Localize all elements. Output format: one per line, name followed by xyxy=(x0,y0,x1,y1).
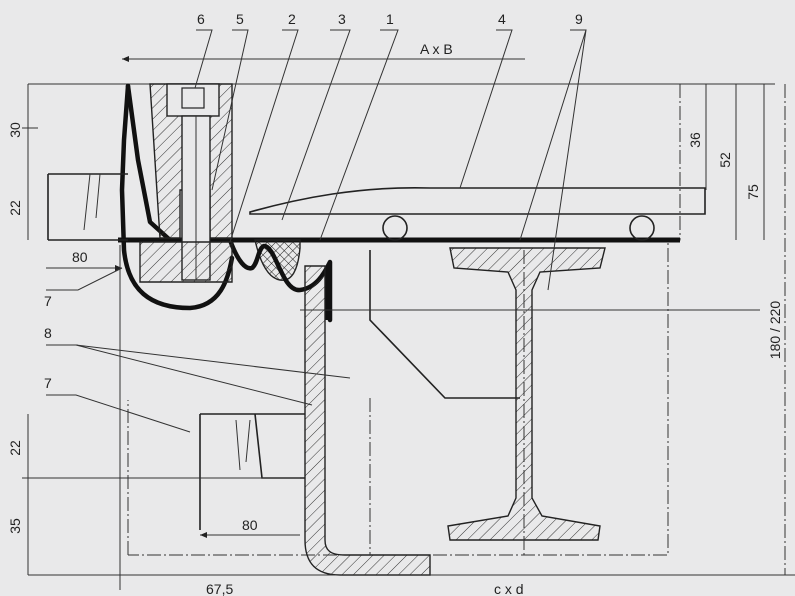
callout-7-lower: 7 xyxy=(44,375,52,391)
bolt-socket xyxy=(181,87,205,109)
anchor-block xyxy=(139,241,233,283)
stiffener-outline xyxy=(369,250,520,399)
cover-plate xyxy=(249,186,706,215)
edge-profile-web xyxy=(304,265,431,576)
dim-cxd: c x d xyxy=(494,581,524,596)
dim-180-220: 180 / 220 xyxy=(767,301,783,360)
concrete-edge-upper xyxy=(47,173,128,241)
dim-axb: A x B xyxy=(420,41,453,57)
callout-3: 3 xyxy=(338,11,346,27)
callout-4: 4 xyxy=(498,11,506,27)
roller-right xyxy=(629,215,655,241)
callout-2: 2 xyxy=(288,11,296,27)
dim-22-lower: 22 xyxy=(7,440,23,456)
dim-52: 52 xyxy=(717,152,733,168)
crack-marks-lower xyxy=(235,419,251,471)
roller-left xyxy=(382,215,408,241)
concrete-edge-lower xyxy=(199,413,305,530)
callout-1: 1 xyxy=(386,11,394,27)
crack-marks-upper xyxy=(83,173,101,231)
dim-35: 35 xyxy=(7,518,23,534)
dim-80-upper: 80 xyxy=(72,249,88,265)
leader-lines xyxy=(46,29,587,433)
callout-9: 9 xyxy=(575,11,583,27)
dim-67-5: 67,5 xyxy=(206,581,233,596)
dim-22-upper: 22 xyxy=(7,200,23,216)
callout-8: 8 xyxy=(44,325,52,341)
callout-5: 5 xyxy=(236,11,244,27)
dim-36: 36 xyxy=(687,132,703,148)
dim-80-lower: 80 xyxy=(242,517,258,533)
dim-75: 75 xyxy=(745,184,761,200)
dim-30: 30 xyxy=(7,122,23,138)
callout-7-upper: 7 xyxy=(44,293,52,309)
callout-6: 6 xyxy=(197,11,205,27)
rail-profile xyxy=(447,247,606,541)
membrane-loop xyxy=(119,83,235,311)
